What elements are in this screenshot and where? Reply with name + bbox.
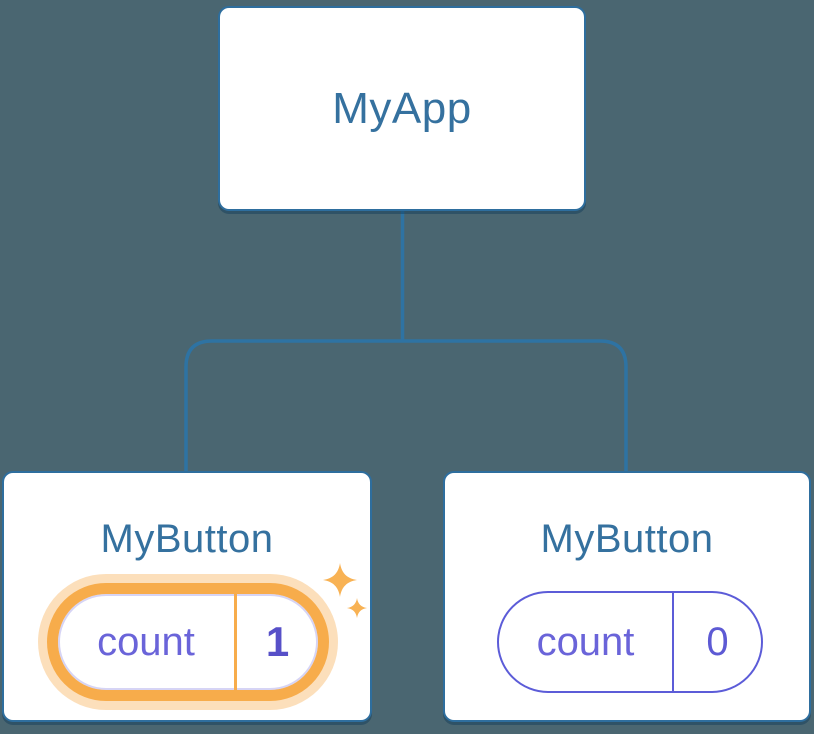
tree-node-mybutton-updated: MyButton count 1 [2, 471, 372, 722]
state-key-label: count [536, 619, 635, 664]
tree-node-mybutton-unchanged: MyButton count 0 [443, 471, 811, 722]
tree-node-root-myapp: MyApp [218, 6, 586, 211]
state-value: 1 [234, 594, 318, 690]
state-key-label: count [97, 619, 195, 664]
state-pill: count 0 [497, 591, 763, 693]
state-pill-highlighted: count 1 [47, 583, 329, 701]
connector-branch-bracket [184, 339, 628, 471]
state-value: 0 [672, 593, 761, 691]
child-node-label: MyButton [100, 517, 274, 561]
state-pill-highlight-halo: count 1 [38, 574, 338, 710]
child-node-label: MyButton [540, 517, 714, 561]
root-node-label: MyApp [332, 83, 472, 133]
